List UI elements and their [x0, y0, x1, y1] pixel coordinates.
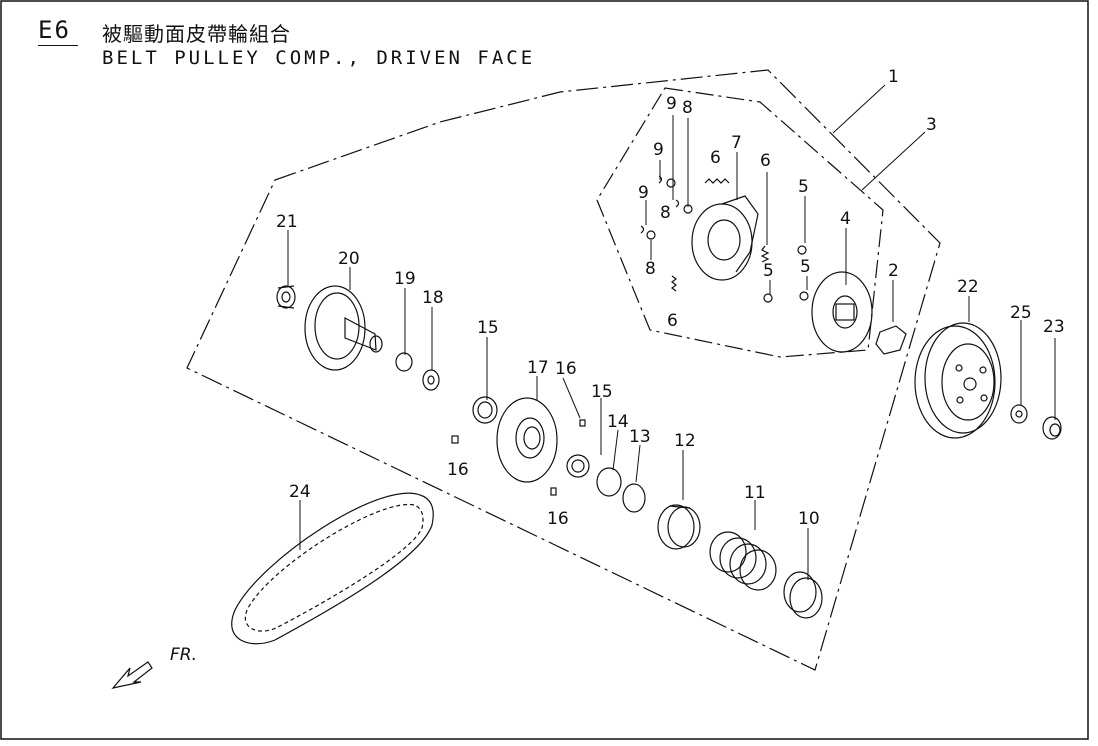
clutch-outer-22 — [914, 322, 1002, 439]
callout-24: 24 — [289, 482, 311, 502]
diagram-code: E6 — [38, 16, 71, 44]
pin-16b — [579, 419, 586, 427]
callout-8c: 8 — [645, 259, 656, 279]
seal-15a — [472, 396, 498, 424]
belt-24 — [231, 492, 434, 645]
spring-6c — [671, 275, 677, 292]
callout-16a: 16 — [555, 359, 577, 379]
callout-5c: 5 — [763, 261, 774, 281]
title-english: BELT PULLEY COMP., DRIVEN FACE — [102, 47, 536, 69]
callout-19: 19 — [394, 269, 416, 289]
sliding-face-17 — [496, 397, 558, 483]
washer-25 — [1010, 404, 1028, 424]
oring-13 — [622, 483, 646, 513]
code-underline — [38, 45, 78, 46]
callout-6b: 6 — [760, 151, 771, 171]
callout-12: 12 — [674, 431, 696, 451]
clutch-sub-boundary — [596, 87, 884, 358]
callout-22: 22 — [957, 277, 979, 297]
callout-25: 25 — [1010, 303, 1032, 323]
oring-14 — [596, 467, 622, 497]
callout-16c: 16 — [547, 509, 569, 529]
callout-8a: 8 — [682, 98, 693, 118]
callout-7: 7 — [731, 133, 742, 153]
callout-18: 18 — [422, 288, 444, 308]
callout-9b: 9 — [653, 140, 664, 160]
callout-5b: 5 — [800, 257, 811, 277]
pin-16a — [451, 435, 459, 444]
pin-16c — [550, 487, 557, 496]
callout-6c: 6 — [667, 311, 678, 331]
callout-labels: 1 2 3 4 5 5 5 5 6 6 6 7 8 8 8 9 9 9 10 1… — [170, 67, 1065, 665]
callout-10: 10 — [798, 509, 820, 529]
clutch-shoe-7 — [691, 195, 759, 281]
callout-9c: 9 — [638, 183, 649, 203]
callout-11: 11 — [744, 483, 766, 503]
direction-label: FR. — [170, 645, 197, 665]
clip-9a — [675, 199, 680, 208]
collar-10 — [783, 571, 823, 619]
callout-21: 21 — [276, 212, 298, 232]
callout-16b: 16 — [447, 460, 469, 480]
leader-lines — [287, 84, 1056, 580]
callout-15a: 15 — [477, 318, 499, 338]
callout-23: 23 — [1043, 317, 1065, 337]
callout-17: 17 — [527, 358, 549, 378]
nut-23 — [1042, 416, 1062, 440]
seal-15b — [566, 454, 590, 478]
driven-face-20 — [304, 285, 383, 371]
title-chinese: 被驅動面皮帶輪組合 — [102, 22, 291, 46]
ring-19 — [395, 352, 413, 372]
bearing-21 — [276, 285, 296, 309]
washer-8c — [646, 230, 656, 240]
callout-5a: 5 — [798, 177, 809, 197]
washer-5c — [763, 293, 773, 303]
washer-5b — [799, 291, 809, 301]
nut-2 — [875, 325, 907, 355]
callout-2: 2 — [888, 261, 899, 281]
callout-4: 4 — [840, 209, 851, 229]
drive-plate-4 — [811, 271, 873, 353]
callout-15b: 15 — [591, 382, 613, 402]
callout-9a: 9 — [666, 94, 677, 114]
washer-8b — [666, 178, 676, 188]
assembly-boundary — [186, 69, 941, 671]
callout-6a: 6 — [710, 148, 721, 168]
callout-8b: 8 — [660, 203, 671, 223]
washer-5a — [797, 245, 807, 255]
callout-3: 3 — [926, 115, 937, 135]
spring-6b — [760, 245, 770, 263]
callout-14: 14 — [607, 412, 629, 432]
clip-9c — [640, 225, 645, 234]
spring-11 — [709, 531, 777, 591]
forward-arrow — [111, 661, 153, 689]
washer-8a — [683, 204, 693, 214]
clip-9b — [658, 175, 663, 184]
seat-12 — [657, 504, 701, 550]
callout-13: 13 — [629, 427, 651, 447]
callout-1: 1 — [888, 67, 899, 87]
bearing-18 — [422, 369, 440, 391]
spring-6a — [704, 178, 730, 184]
callout-20: 20 — [338, 249, 360, 269]
